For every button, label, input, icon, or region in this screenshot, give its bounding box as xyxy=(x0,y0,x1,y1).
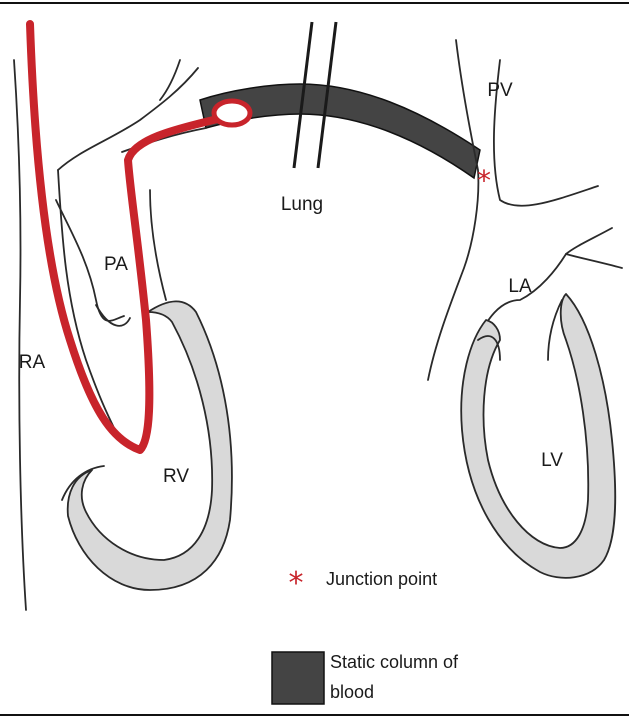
pulmonary-artery-outline-top xyxy=(160,60,180,100)
label-rv: RV xyxy=(163,466,189,487)
label-la: LA xyxy=(508,276,532,297)
label-pv: PV xyxy=(487,80,513,101)
right-atrium-outline xyxy=(14,60,26,610)
mitral-leaflet-right xyxy=(548,300,562,360)
pulmonary-vein-branch xyxy=(566,228,622,268)
legend-static-line2: blood xyxy=(330,682,374,702)
label-pa: PA xyxy=(104,254,128,275)
label-ra: RA xyxy=(19,352,46,373)
pa-right-wall xyxy=(150,190,166,300)
pulmonary-vein-outline-left xyxy=(428,40,478,380)
legend-static-blood-swatch xyxy=(272,652,324,704)
catheter-balloon xyxy=(214,101,250,125)
junction-marker-icon: * xyxy=(477,164,491,197)
catheter-line xyxy=(30,24,222,450)
legend-junction-text: Junction point xyxy=(326,569,437,589)
label-lung: Lung xyxy=(281,194,323,215)
legend-junction-icon: * xyxy=(289,566,304,601)
static-blood-column xyxy=(200,84,480,178)
label-lv: LV xyxy=(541,450,563,471)
legend-static-line1: Static column of xyxy=(330,652,459,672)
